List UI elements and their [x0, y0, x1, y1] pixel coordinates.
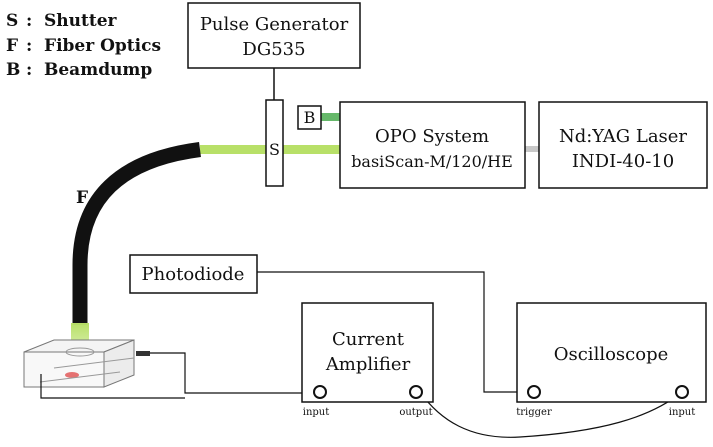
legend-key-fiber: F — [6, 36, 18, 56]
fiber-optic-cable — [72, 142, 201, 325]
pulse-generator-box: Pulse Generator DG535 — [187, 2, 361, 69]
scope-input-label: input — [669, 407, 696, 418]
photodiode-label: Photodiode — [142, 264, 245, 285]
pulse-generator-title: Pulse Generator — [200, 14, 349, 35]
shutter-box: S — [265, 99, 284, 187]
laser-box: Nd:YAG Laser INDI-40-10 — [538, 101, 708, 189]
sample-well — [65, 347, 95, 357]
opo-system-box: OPO System basiScan-M/120/HE — [339, 101, 526, 189]
laser-model: INDI-40-10 — [572, 151, 674, 172]
beam-shutter-to-opo — [283, 145, 340, 154]
amplifier-title-1: Current — [332, 329, 405, 350]
sample-connector — [136, 351, 150, 356]
wire-amp-to-scope — [419, 391, 683, 438]
amp-output-port-icon[interactable] — [409, 385, 423, 399]
photodiode-box: Photodiode — [129, 254, 258, 294]
legend-sep-fiber: : — [26, 36, 32, 56]
current-amplifier-box: Current Amplifier — [301, 302, 434, 403]
oscilloscope-label: Oscilloscope — [554, 344, 669, 365]
opo-title: OPO System — [375, 126, 489, 147]
scope-trigger-port-icon[interactable] — [527, 385, 541, 399]
wire-sample-ground — [40, 374, 185, 399]
beamdump-box: B — [297, 105, 322, 130]
amp-input-label: input — [303, 407, 330, 418]
legend-key-shutter: S — [6, 11, 18, 31]
amplifier-title-2: Amplifier — [325, 354, 411, 375]
legend-label-fiber: Fiber Optics — [44, 36, 161, 56]
legend-key-beamdump: B — [6, 60, 20, 80]
scope-input-port-icon[interactable] — [675, 385, 689, 399]
beam-laser-to-opo — [525, 146, 539, 152]
oscilloscope-box: Oscilloscope — [516, 302, 707, 403]
wire-photodiode-to-trigger — [257, 271, 527, 393]
legend-label-shutter: Shutter — [44, 11, 118, 31]
fiber-label: F — [76, 188, 88, 208]
beam-fiber-to-shutter — [200, 145, 266, 154]
shutter-label: S — [269, 140, 280, 159]
legend-sep-shutter: : — [26, 11, 32, 31]
laser-title: Nd:YAG Laser — [559, 126, 687, 147]
legend-label-beamdump: Beamdump — [44, 60, 152, 80]
amp-output-label: output — [399, 407, 432, 418]
beamdump-label: B — [304, 108, 316, 127]
wire-sample-to-amp — [150, 352, 308, 394]
sample-cell — [23, 339, 150, 388]
beam-to-beamdump — [321, 113, 341, 121]
legend-sep-beamdump: : — [26, 60, 32, 80]
opo-model: basiScan-M/120/HE — [351, 152, 513, 171]
scope-trigger-label: trigger — [516, 407, 552, 418]
amp-input-port-icon[interactable] — [313, 385, 327, 399]
pulse-generator-model: DG535 — [242, 39, 305, 60]
sample-spot — [65, 372, 79, 378]
legend: S : Shutter F : Fiber Optics B : Beamdum… — [6, 11, 161, 80]
